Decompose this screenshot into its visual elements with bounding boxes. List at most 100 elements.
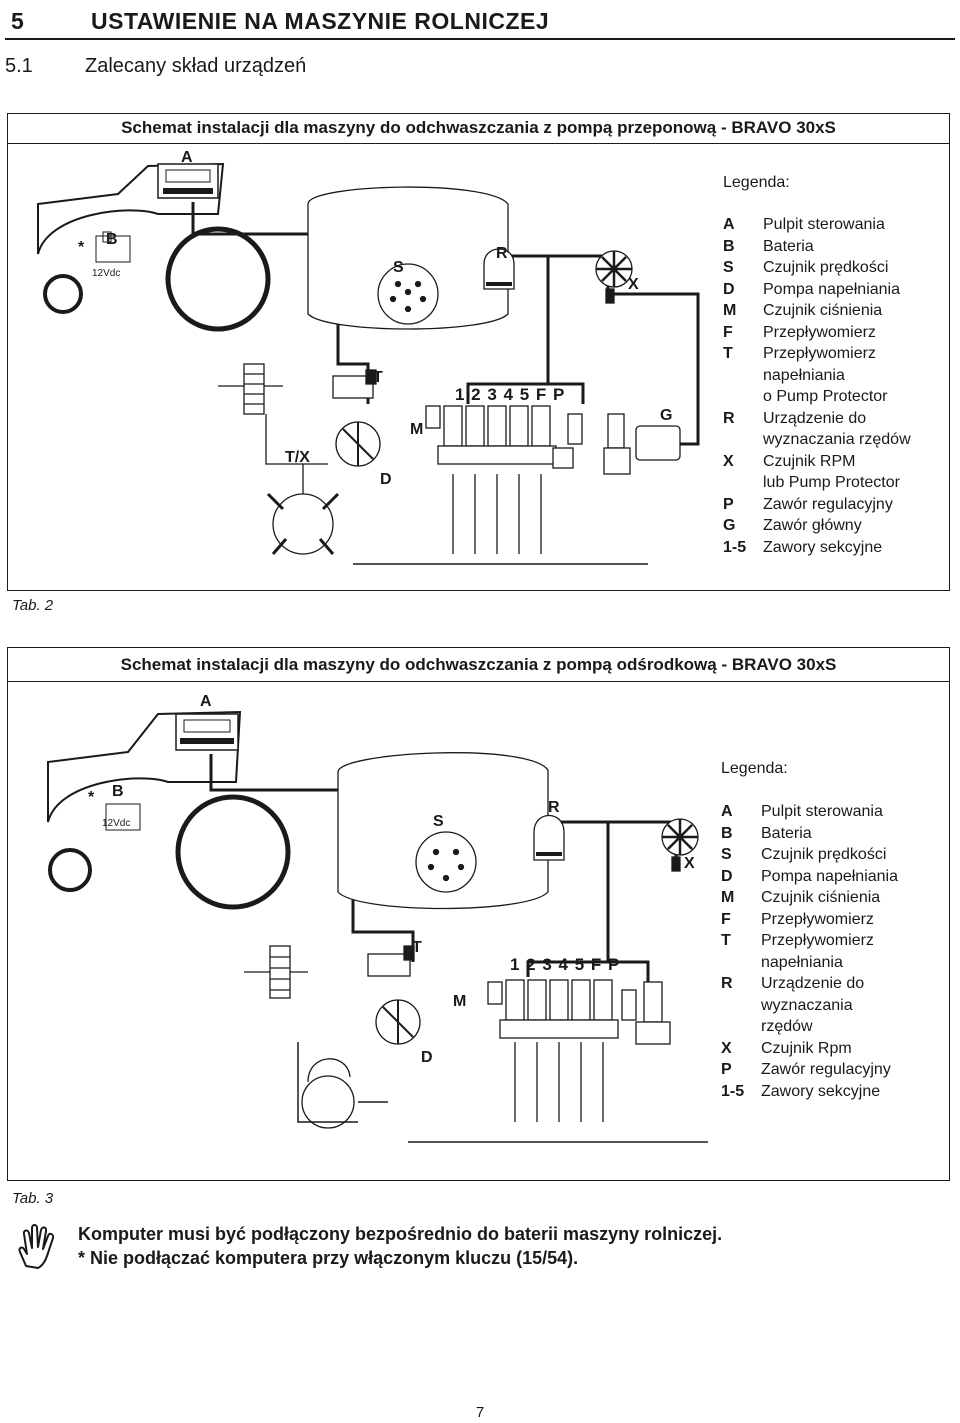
legend-text: Zawór regulacyjny	[763, 495, 893, 513]
legend-item: wyznaczania rzędów	[723, 429, 943, 451]
filter	[243, 363, 265, 415]
legend-text: Pompa napełniania	[761, 867, 898, 885]
legend-text: Pulpit sterowania	[763, 216, 885, 233]
legend-text: Urządzenie do	[761, 975, 865, 992]
battery	[95, 235, 131, 263]
legend-item: 1-5 Zawory sekcyjne	[721, 1081, 941, 1103]
legend-item: o Pump Protector	[723, 386, 943, 408]
legend-key: S	[723, 259, 734, 276]
section-valve-bank	[437, 405, 681, 475]
legend-key: M	[721, 889, 735, 906]
legend-item: M Czujnik ciśnienia	[723, 300, 943, 322]
legend-key: S	[721, 846, 732, 863]
label-a: A	[181, 149, 193, 166]
legend-text: wyznaczania rzędów	[763, 431, 911, 448]
label-m: M	[453, 993, 466, 1010]
page-number: 7	[475, 1404, 485, 1421]
legend-item: lub Pump Protector	[723, 472, 943, 494]
legend-text: Zawory sekcyjne	[761, 1082, 881, 1100]
pressure-sensor	[487, 981, 503, 1005]
label-d: D	[421, 1049, 433, 1066]
legend-item: D Pompa napełniania	[721, 866, 941, 888]
label-x: X	[628, 276, 639, 293]
legend-text: Czujnik prędkości	[763, 259, 889, 276]
legend-text: Zawór regulacyjny	[761, 1061, 891, 1078]
diagram-title: Schemat instalacji dla maszyny do odchwa…	[120, 655, 837, 674]
legend-text: Czujnik Rpm	[761, 1039, 852, 1057]
row-marker	[533, 815, 565, 861]
section-header: 5 USTAWIENIE NA MASZYNIE ROLNICZEJ	[5, 4, 955, 40]
label-b: B	[112, 783, 124, 800]
legend-key: F	[721, 910, 731, 928]
filling-flowmeter	[367, 953, 411, 977]
diagram-panel-1: Schemat instalacji dla maszyny do odchwa…	[7, 113, 950, 591]
legend-text: Czujnik ciśnienia	[761, 889, 881, 906]
note-line-2: * Nie podłączać komputera przy włączonym…	[78, 1248, 579, 1268]
legend-key: X	[723, 452, 734, 470]
subsection-number: 5.1	[5, 55, 33, 77]
legend-key: D	[723, 280, 735, 298]
label-voltage: 12Vdc	[102, 818, 130, 829]
legend-text: Czujnik ciśnienia	[763, 302, 883, 319]
label-star: *	[78, 239, 85, 256]
legend-key: D	[721, 867, 733, 885]
section-number: 5	[11, 8, 25, 34]
label-d: D	[380, 471, 392, 488]
label-t: T	[412, 939, 422, 956]
legend-text: Bateria	[763, 237, 814, 255]
legend-key: P	[723, 495, 734, 513]
installation-schematic: A * B S R X T T/X M D G 1 2 3 4 5 F P 12…	[37, 149, 700, 565]
legend-title: Legenda:	[721, 760, 788, 777]
legend-item: X Czujnik Rpm	[721, 1038, 941, 1060]
legend-text: o Pump Protector	[763, 388, 888, 405]
legend-key: R	[721, 975, 733, 992]
label-b: B	[106, 231, 118, 248]
legend-key: B	[721, 824, 733, 842]
legend-key: X	[721, 1039, 732, 1057]
legend-item: R Urządzenie do	[721, 973, 941, 995]
legend-key: G	[723, 517, 736, 534]
legend-key: P	[721, 1061, 732, 1078]
filling-flowmeter	[332, 375, 374, 399]
label-star: *	[88, 789, 95, 806]
legend-text: Przepływomierz	[763, 345, 876, 362]
legend-key: M	[723, 302, 737, 319]
legend-item: M Czujnik ciśnienia	[721, 887, 941, 909]
legend-key: 1-5	[721, 1082, 745, 1100]
legend-text: napełniania	[763, 366, 845, 384]
legend-item: P Zawór regulacyjny	[721, 1059, 941, 1081]
label-voltage: 12Vdc	[92, 268, 120, 279]
section-valve-bank	[499, 979, 671, 1045]
legend-key: A	[723, 216, 735, 233]
legend-text: Przepływomierz	[763, 323, 876, 341]
tank	[337, 752, 549, 910]
diagram-title: Schemat instalacji dla maszyny do odchwa…	[121, 118, 836, 137]
label-valves: 1 2 3 4 5 F P	[455, 385, 564, 404]
legend-key: A	[721, 803, 733, 820]
label-t: T	[373, 369, 383, 386]
legend-text: Czujnik RPM	[763, 452, 856, 470]
legend-key: R	[723, 409, 735, 427]
label-a: A	[200, 693, 212, 710]
subsection-title: Zalecany skład urządzeń	[85, 55, 307, 77]
title-divider	[8, 143, 949, 144]
legend-text: Urządzenie do	[763, 409, 867, 427]
table-caption: Tab. 3	[12, 1190, 54, 1207]
pressure-sensor	[425, 405, 441, 429]
label-x: X	[684, 855, 695, 872]
diagram-panel-2: Schemat instalacji dla maszyny do odchwa…	[7, 647, 950, 1181]
legend-item: R Urządzenie do	[723, 408, 943, 430]
legend-text: Zawory sekcyjne	[763, 538, 883, 556]
label-g: G	[660, 407, 672, 424]
legend-text: Przepływomierz	[761, 910, 874, 928]
legend-text: wyznaczania	[761, 996, 853, 1014]
legend-item: rzędów	[721, 1016, 941, 1038]
